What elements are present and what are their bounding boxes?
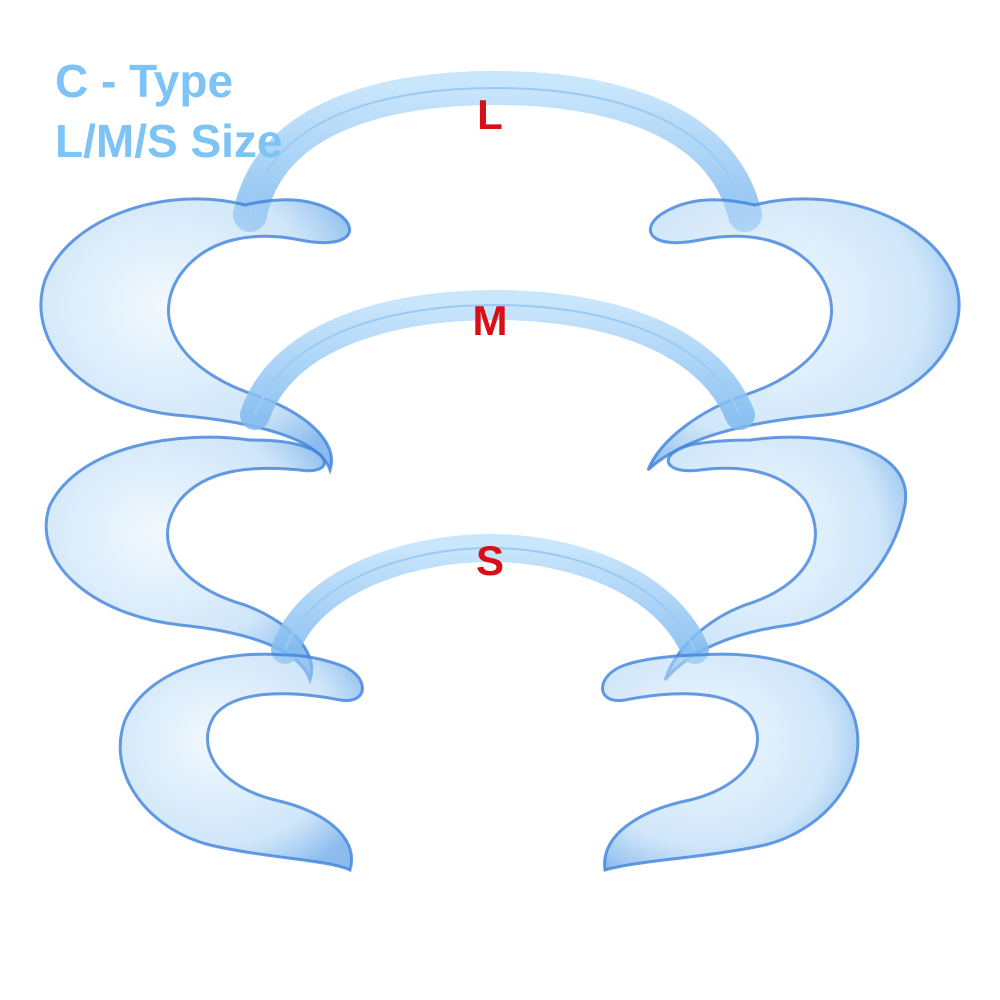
- retractor-medium-right-flange: [663, 435, 908, 681]
- retractor-small-arch-edge: [284, 546, 696, 651]
- retractor-large-left-flange: [39, 197, 352, 475]
- retractor-large-arch-edge: [249, 86, 746, 216]
- size-label-small: S: [475, 537, 505, 584]
- size-label-medium: M: [472, 297, 508, 344]
- retractor-small-right-flange: [601, 652, 860, 872]
- retractor-small-left-flange: [118, 652, 364, 873]
- retractor-large-right-flange: [646, 197, 961, 472]
- heading-sizes: L/M/S Size: [55, 115, 283, 167]
- retractor-medium-arch-edge: [254, 303, 741, 416]
- retractor-medium: [44, 289, 908, 685]
- size-label-large: L: [477, 91, 503, 138]
- retractor-small: [118, 533, 860, 873]
- heading-type: C - Type: [55, 55, 234, 107]
